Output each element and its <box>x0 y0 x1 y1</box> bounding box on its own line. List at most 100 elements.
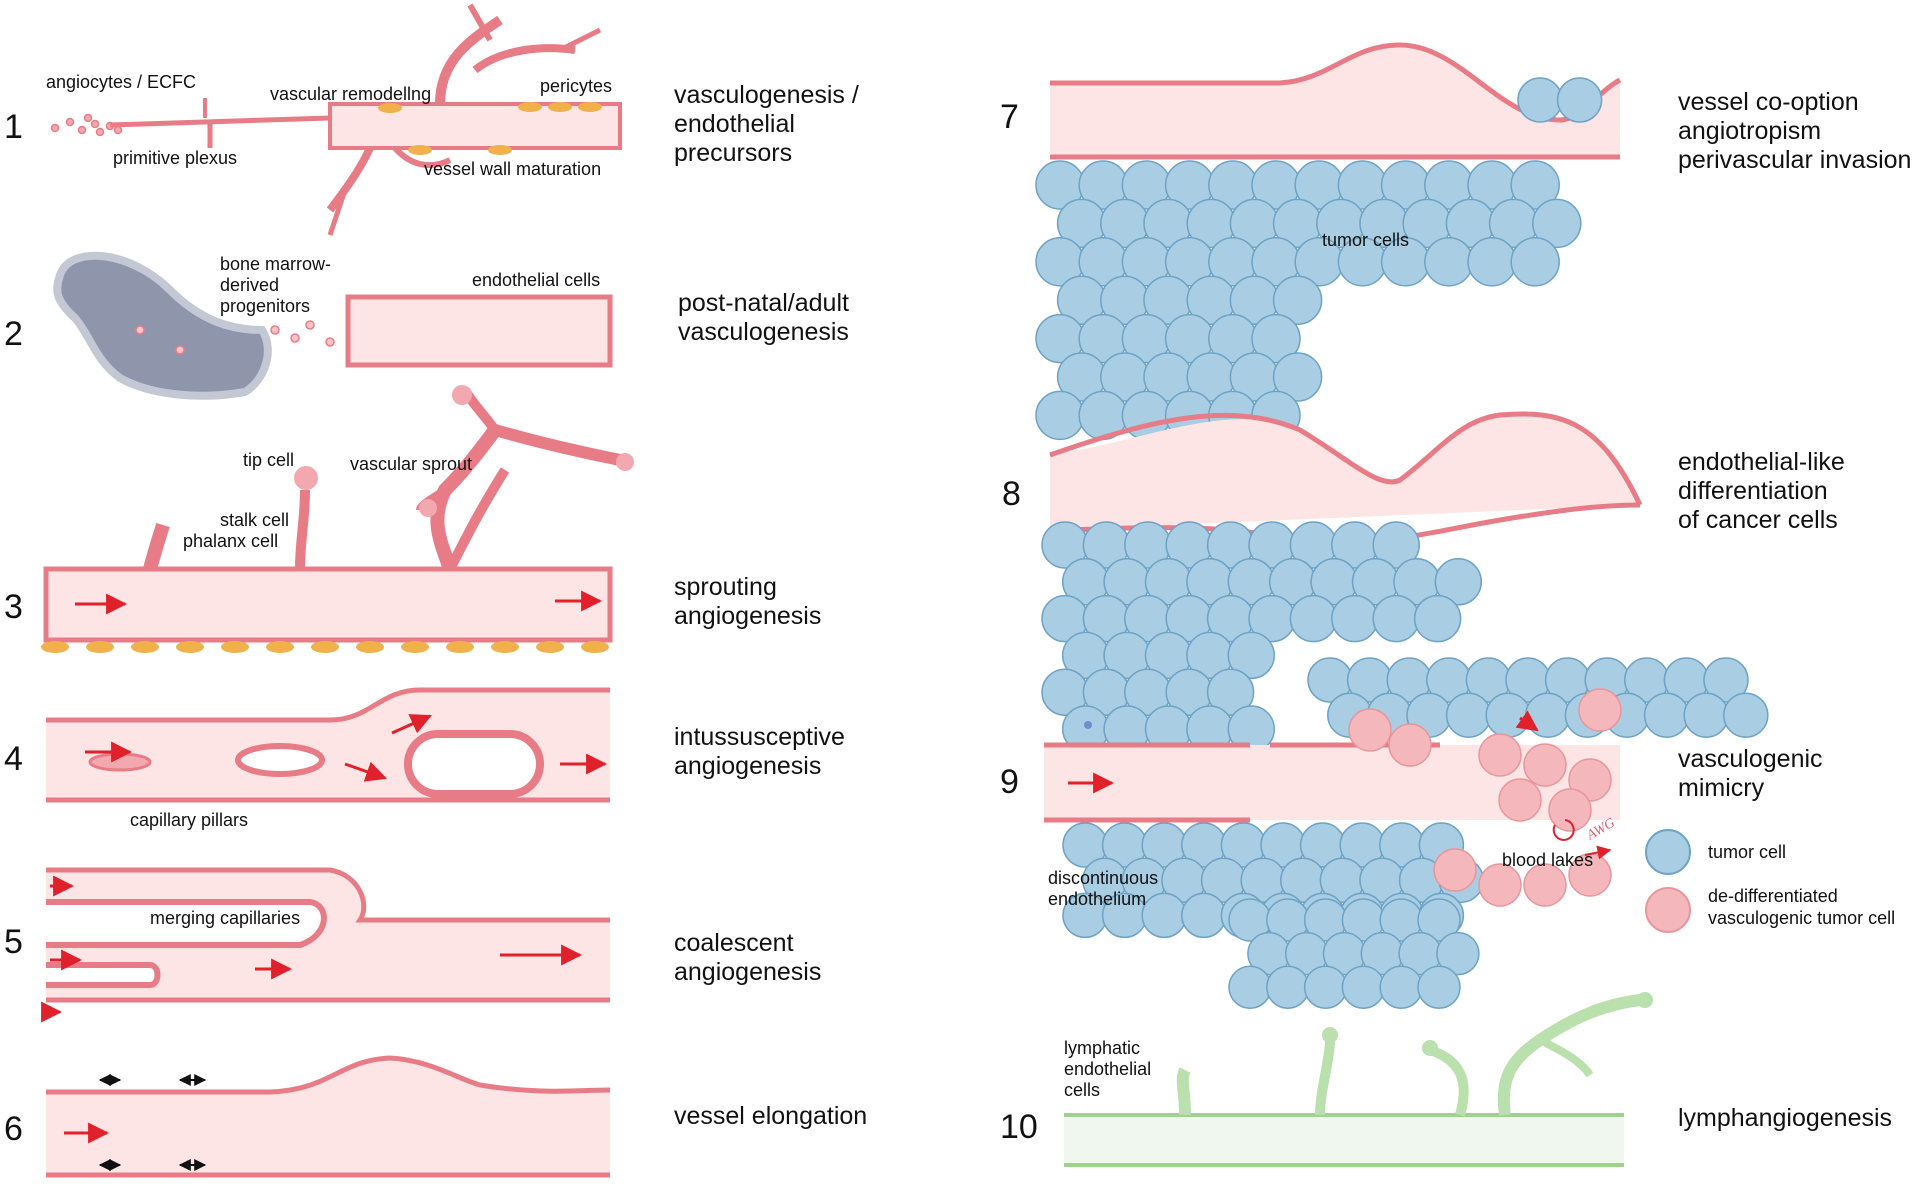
tumor-cell <box>1181 892 1227 939</box>
tumor-cell <box>1510 160 1560 210</box>
pericyte <box>401 641 429 653</box>
label-vascular-sprout: vascular sprout <box>350 454 472 474</box>
label-stalk-cell: stalk cell <box>220 510 289 530</box>
progenitor-cell <box>305 320 315 330</box>
panel-number: 8 <box>1002 475 1021 513</box>
title-line: angiogenesis <box>674 602 821 630</box>
angiocyte <box>50 123 60 133</box>
label-lymphatic-cells: cells <box>1064 1080 1100 1100</box>
intussusceptive-vessel-graphic <box>46 687 610 803</box>
label-blood-lakes: blood lakes <box>1502 850 1593 870</box>
pericyte <box>86 641 114 653</box>
sprouting-vessel-graphic <box>41 385 634 653</box>
title-line: endothelial <box>674 110 795 138</box>
angiocyte <box>90 119 100 129</box>
panel-2: 2 bone marrow- derived progenitors endot… <box>4 251 849 400</box>
title-line: vasculogenesis / <box>674 81 859 109</box>
angiocyte <box>95 127 105 137</box>
title-line: vessel co-option <box>1678 88 1859 116</box>
tumor-cell <box>1266 965 1310 1009</box>
tumor-cell <box>1272 352 1323 402</box>
lymphatic-vessel-graphic <box>1064 992 1653 1167</box>
title-line: post-natal/adult <box>678 289 849 317</box>
panel-title: endothelial-like differentiation of canc… <box>1678 448 1845 534</box>
tumor-cell <box>1303 965 1348 1009</box>
label-endothelial-cells: endothelial cells <box>472 270 600 290</box>
tumor-cell <box>1289 594 1338 643</box>
pericyte <box>581 641 609 653</box>
panel-number: 7 <box>1000 98 1019 136</box>
dedifferentiated-tumor-cell <box>1578 688 1622 732</box>
tumor-cell <box>1436 931 1480 976</box>
angiocyte <box>83 113 93 123</box>
tumor-cell <box>1227 631 1276 680</box>
legend-label-tumor: tumor cell <box>1708 842 1786 862</box>
label-lymphatic-cells: lymphatic <box>1064 1038 1140 1058</box>
tumor-cell <box>1525 692 1571 738</box>
title-line: mimicry <box>1678 774 1765 802</box>
pericyte <box>131 641 159 653</box>
panel-title: vessel elongation <box>674 1102 867 1130</box>
angiocyte <box>77 125 87 135</box>
progenitor-cell <box>270 325 280 335</box>
label-discontinuous-endothelium: endothelium <box>1048 889 1146 909</box>
title-line: vasculogenic <box>1678 745 1823 773</box>
dedifferentiated-tumor-cell <box>1498 778 1542 822</box>
dedifferentiated-tumor-cell <box>1433 848 1477 892</box>
label-vessel-wall-maturation: vessel wall maturation <box>424 159 601 179</box>
tumor-cell <box>1424 237 1474 287</box>
dedifferentiated-tumor-cell <box>1478 863 1522 907</box>
legend: tumor cell de-differentiated vasculogeni… <box>1645 829 1895 933</box>
panel-number: 9 <box>1000 763 1019 801</box>
tumor-cell <box>1643 692 1690 738</box>
panel-number: 1 <box>4 108 23 146</box>
panel-4: 4 capillary pillars intussusceptive angi… <box>4 687 845 830</box>
title-line: angiotropism <box>1678 117 1821 145</box>
tumor-cell <box>1372 521 1420 569</box>
label-merging-capillaries: merging capillaries <box>150 908 300 928</box>
tumor-cell <box>1532 198 1582 249</box>
title-line: differentiation <box>1678 477 1828 505</box>
progenitor-cell <box>325 337 335 347</box>
label-discontinuous-endothelium: discontinuous <box>1048 868 1158 888</box>
panel-title: sprouting angiogenesis <box>674 573 821 630</box>
legend-swatch-tumor <box>1645 829 1691 875</box>
tumor-cell <box>1517 77 1563 123</box>
title-line: precursors <box>674 139 792 167</box>
tumor-cell <box>1228 965 1272 1009</box>
panel-title: vessel co-option angiotropism perivascul… <box>1678 88 1911 174</box>
legend-label-dedifferentiated: vasculogenic tumor cell <box>1708 908 1895 928</box>
title-line: vessel elongation <box>674 1102 867 1130</box>
panel-title: vasculogenesis / endothelial precursors <box>674 81 859 167</box>
tumor-cell <box>1703 657 1749 703</box>
label-tip-cell: tip cell <box>243 450 294 470</box>
panel-title: vasculogenic mimicry <box>1678 745 1823 802</box>
tumor-cell <box>1467 237 1517 287</box>
panel-number: 10 <box>1000 1108 1038 1146</box>
pericyte <box>311 641 339 653</box>
title-line: lymphangiogenesis <box>1678 1104 1892 1132</box>
primitive-plexus-graphic <box>50 3 622 236</box>
pericyte <box>176 641 204 653</box>
pericyte <box>491 641 519 653</box>
panel-number: 4 <box>4 740 23 778</box>
tumor-cell <box>1510 237 1560 287</box>
bone-marrow-graphic <box>53 251 272 400</box>
tumor-cell <box>1341 965 1386 1009</box>
tumor-cell <box>1035 390 1085 441</box>
panel-title: post-natal/adult vasculogenesis <box>678 289 849 346</box>
title-line: intussusceptive <box>674 723 845 751</box>
label-progenitors: bone marrow- <box>220 254 331 274</box>
tumor-cell <box>1485 692 1531 738</box>
label-angiocytes: angiocytes / ECFC <box>46 72 196 92</box>
vessel-graphic <box>345 294 613 368</box>
tumor-cell <box>1413 594 1462 643</box>
dedifferentiated-tumor-cell <box>1523 863 1567 907</box>
panel-3: 3 tip cell vascular sprout stalk cell ph… <box>4 385 821 653</box>
title-line: sprouting <box>674 573 777 601</box>
cancer-endothelium-vessel-graphic <box>1041 411 1643 753</box>
title-line: vasculogenesis <box>678 318 849 346</box>
dedifferentiated-tumor-cell <box>1478 733 1522 777</box>
mimicry-vessel-graphic <box>1044 657 1769 1009</box>
